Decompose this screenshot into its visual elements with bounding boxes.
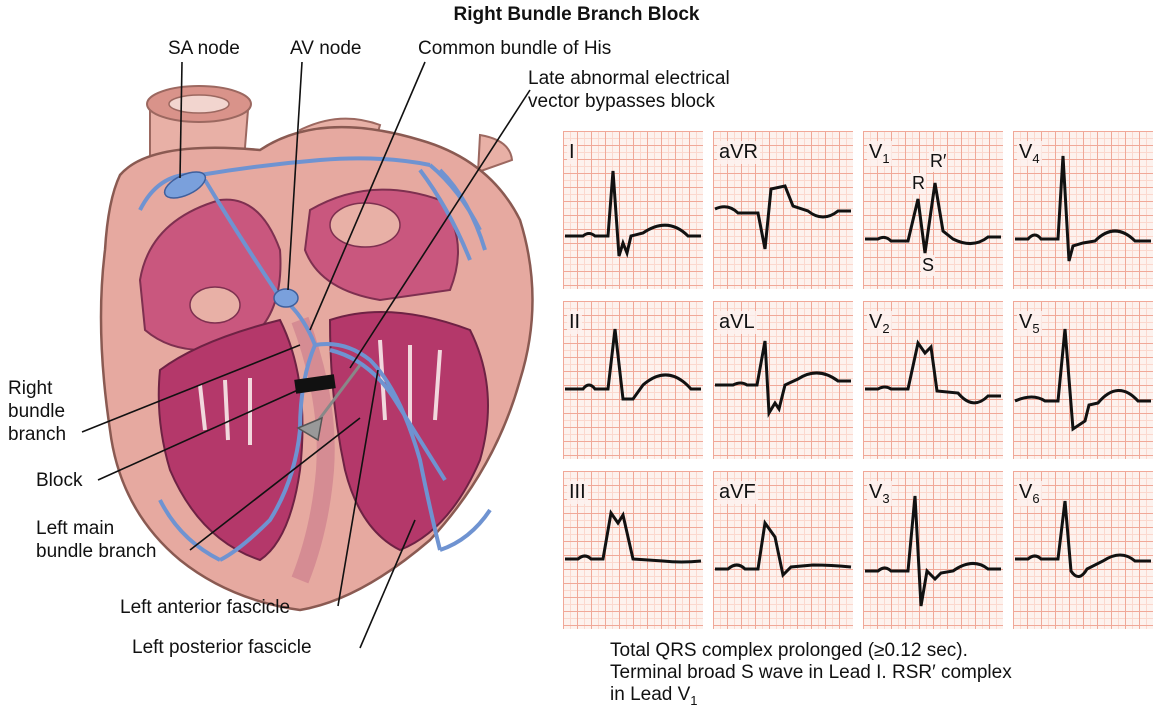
lead-v1: V1 R R′ S [863,131,1003,289]
ecg-trace [563,471,703,629]
lead-avl: aVL [713,301,853,459]
av-node [274,289,298,307]
wave-label-s: S [921,255,935,276]
caption-line-3: in Lead V1 [610,684,1012,712]
label-right-bundle-2: bundle [8,401,65,423]
ecg-trace [1013,301,1153,459]
lead-avr: aVR [713,131,853,289]
wave-label-r-prime: R′ [929,151,947,172]
ecg-trace [1013,131,1153,289]
label-late-vector-1: Late abnormal electrical [528,68,730,90]
label-late-vector-2: vector bypasses block [528,91,715,113]
label-left-posterior: Left posterior fascicle [132,637,312,659]
label-av-node: AV node [290,38,361,60]
caption: Total QRS complex prolonged (≥0.12 sec).… [610,640,1012,712]
label-left-main-2: bundle branch [36,541,156,563]
label-common-bundle: Common bundle of His [418,38,611,60]
ecg-trace [713,301,853,459]
label-left-main-1: Left main [36,518,114,540]
ecg-trace [863,471,1003,629]
wave-label-r: R [911,173,926,194]
lead-iii: III [563,471,703,629]
ecg-trace [563,301,703,459]
ecg-panel: I aVR V1 R R′ S V4 II aVL V2 V5 III aVF [563,131,1153,631]
lead-ii: II [563,301,703,459]
label-sa-node: SA node [168,38,240,60]
lead-i: I [563,131,703,289]
caption-line-2: Terminal broad S wave in Lead I. RSR′ co… [610,662,1012,684]
label-block: Block [36,470,82,492]
caption-line-1: Total QRS complex prolonged (≥0.12 sec). [610,640,1012,662]
lead-v6: V6 [1013,471,1153,629]
ecg-trace [563,131,703,289]
lead-avf: aVF [713,471,853,629]
lead-v4: V4 [1013,131,1153,289]
ecg-trace [713,471,853,629]
lead-v2: V2 [863,301,1003,459]
ecg-trace [863,301,1003,459]
ecg-trace [1013,471,1153,629]
label-left-anterior: Left anterior fascicle [120,597,290,619]
label-right-bundle-3: branch [8,424,66,446]
lead-v3: V3 [863,471,1003,629]
lead-v5: V5 [1013,301,1153,459]
label-right-bundle-1: Right [8,378,52,400]
ecg-trace [713,131,853,289]
